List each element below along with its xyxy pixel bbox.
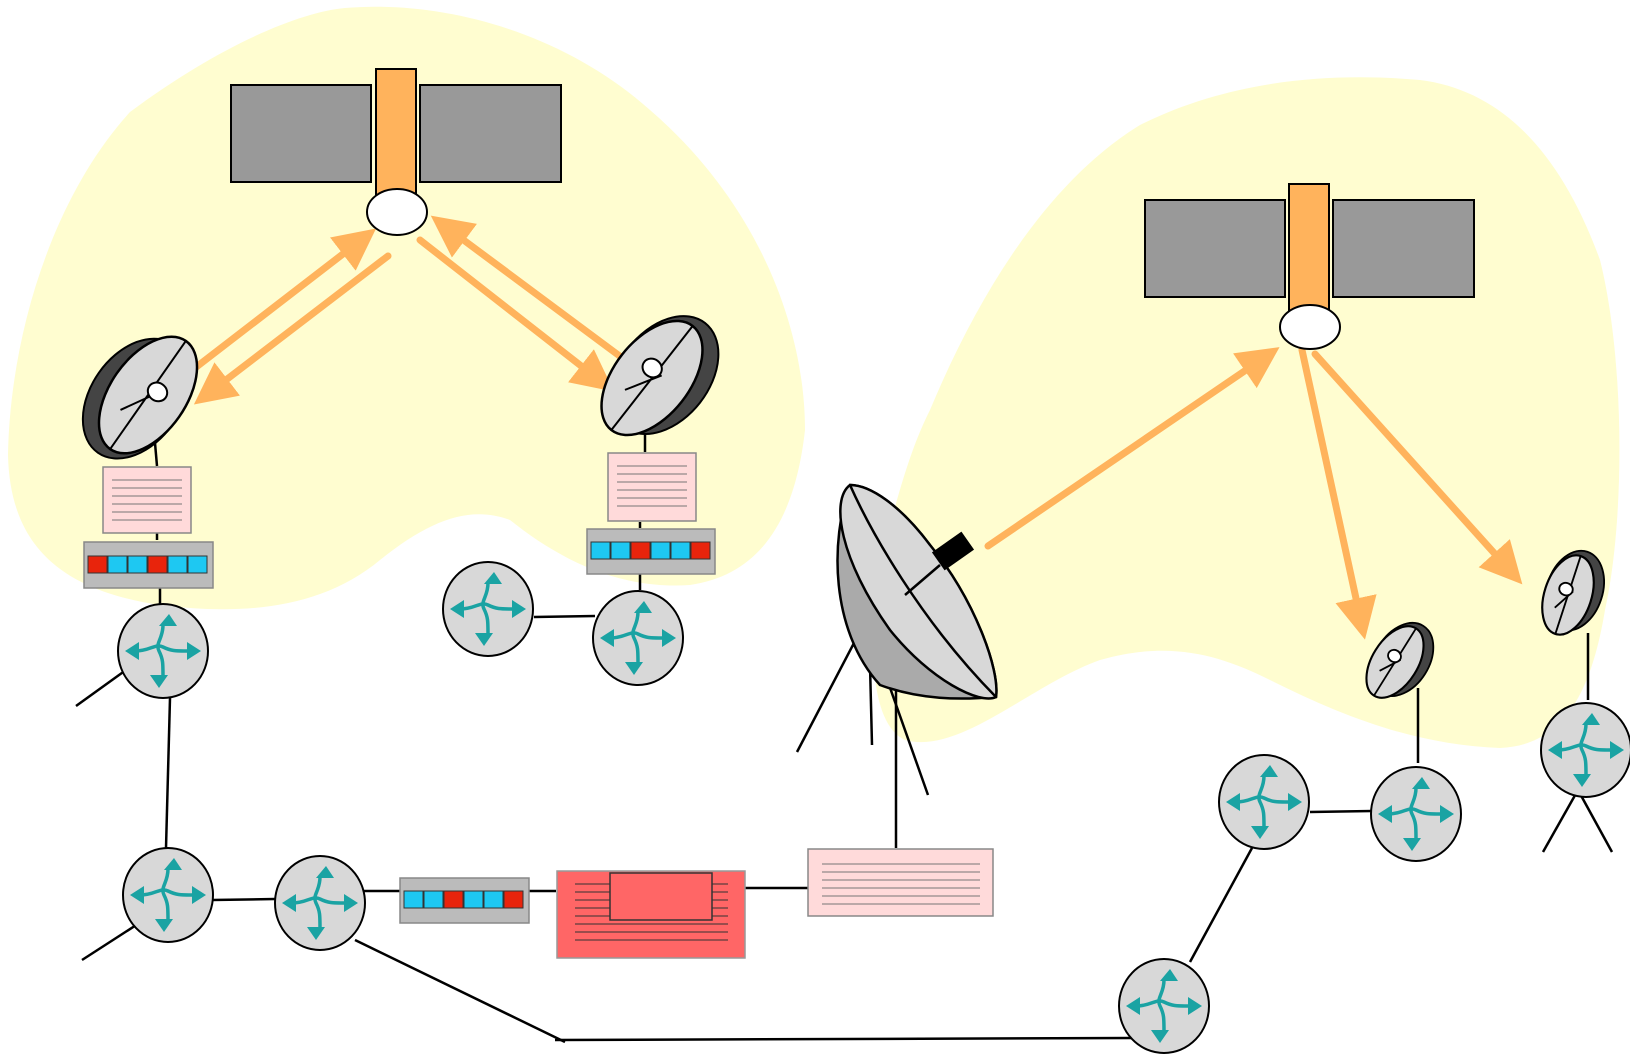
- packet-red: [87, 555, 108, 574]
- packet-blue: [483, 890, 504, 909]
- router-icon: [1370, 766, 1462, 862]
- router-icon: [1540, 702, 1630, 798]
- packet-red: [690, 541, 711, 560]
- router-icon: [122, 847, 214, 943]
- uplink-middle-arrow: [430, 215, 629, 364]
- downlink-right-b-arrow: [1311, 350, 1523, 585]
- packet-red: [147, 555, 168, 574]
- satellite-dish-icon: [600, 315, 720, 437]
- packet-red: [443, 890, 464, 909]
- packet-queue-icon: [586, 528, 716, 575]
- document-icon: [607, 452, 697, 522]
- satellite-icon: [1144, 183, 1475, 350]
- packet-blue: [127, 555, 148, 574]
- downlink-left-arrow: [193, 252, 392, 405]
- packet-blue: [590, 541, 611, 560]
- packet-blue: [610, 541, 631, 560]
- satellite-icon: [230, 68, 562, 236]
- packet-blue: [167, 555, 188, 574]
- packet-blue: [670, 541, 691, 560]
- router-icon: [1118, 958, 1210, 1054]
- packet-blue: [187, 555, 208, 574]
- uplink-left-arrow: [178, 228, 377, 382]
- packet-queue-icon: [83, 541, 214, 589]
- downlink-middle-arrow: [416, 236, 615, 392]
- satellite-links: [178, 215, 1523, 640]
- packet-blue: [107, 555, 128, 574]
- satellite-dish-icon: [1365, 622, 1435, 699]
- router-icon: [592, 590, 684, 686]
- downlink-right-a-arrow: [1298, 346, 1377, 640]
- packet-queue-icon: [399, 877, 530, 924]
- earth-station-dish-icon: [795, 483, 998, 796]
- router-icon: [1218, 754, 1310, 850]
- satellite-dish-icon: [1541, 549, 1605, 636]
- document-icon: [102, 466, 192, 534]
- packet-red: [630, 541, 651, 560]
- router-icon: [117, 603, 209, 699]
- packet-blue: [463, 890, 484, 909]
- packet-blue: [403, 890, 424, 909]
- packet-blue: [650, 541, 671, 560]
- document-icon: [807, 848, 994, 917]
- satellite-dish-icon: [81, 335, 199, 460]
- left-coverage-area: [8, 6, 805, 610]
- router-icon: [274, 855, 366, 951]
- router-icon: [442, 561, 534, 657]
- packet-blue: [423, 890, 444, 909]
- server-icon: [556, 870, 746, 959]
- packet-red: [503, 890, 524, 909]
- uplink-right-arrow: [984, 347, 1280, 550]
